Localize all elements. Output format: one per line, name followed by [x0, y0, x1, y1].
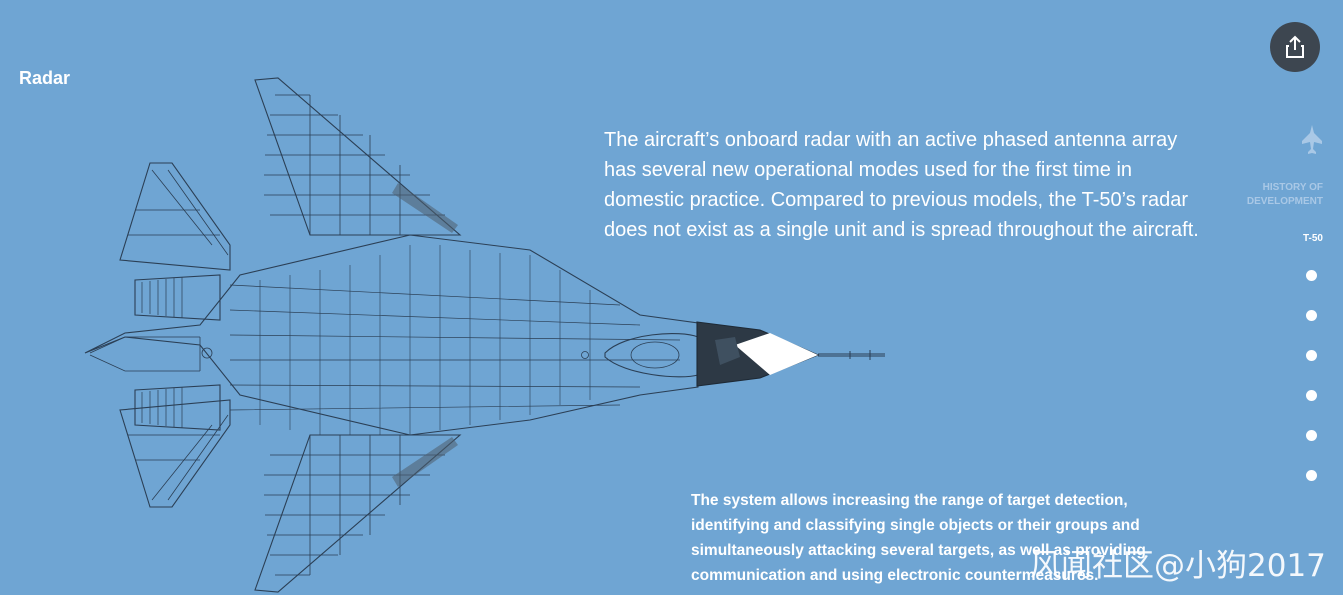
radar-description-body: The system allows increasing the range o…: [691, 492, 1146, 584]
upper-tail: [119, 162, 231, 271]
nav-dot[interactable]: [1306, 270, 1317, 281]
nav-dot[interactable]: [1306, 390, 1317, 401]
nav-dot[interactable]: [1306, 350, 1317, 361]
section-title: Radar: [19, 68, 71, 88]
jet-silhouette-icon[interactable]: [1301, 125, 1323, 155]
nav-history-of-development[interactable]: HISTORY OF DEVELOPMENT: [1246, 182, 1323, 207]
aircraft-diagram: [84, 77, 885, 593]
share-button[interactable]: [1270, 22, 1320, 72]
watermark: 风闻社区@小狗2017: [1030, 548, 1326, 584]
section-dots: [1306, 270, 1317, 510]
nav-dot[interactable]: [1306, 430, 1317, 441]
upper-engine: [134, 274, 221, 321]
nav-dot[interactable]: [1306, 310, 1317, 321]
lower-engine: [134, 384, 221, 431]
pitot-probe: [818, 350, 885, 360]
share-icon: [1286, 35, 1304, 58]
nav-t50[interactable]: T-50: [1302, 233, 1323, 244]
lower-tail: [119, 399, 231, 508]
radar-description-lead: The aircraft’s onboard radar with an act…: [604, 129, 1199, 241]
nav-dot[interactable]: [1306, 470, 1317, 481]
canopy: [604, 333, 699, 378]
section-navigation: HISTORY OF DEVELOPMENT T-50: [1203, 125, 1323, 244]
